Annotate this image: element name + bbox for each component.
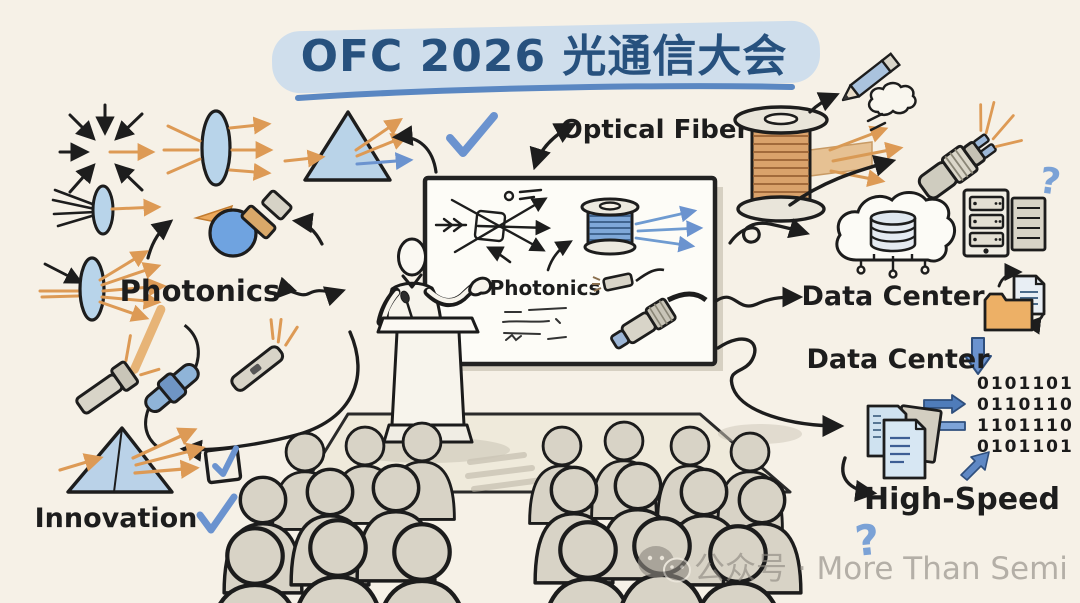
documents-icon xyxy=(866,404,943,480)
diverging-lens-icon xyxy=(38,250,167,322)
question-mark-bottom-icon: ? xyxy=(853,515,882,566)
data-center-top-label: Data Center xyxy=(801,281,985,312)
fiber-connector-icon xyxy=(911,101,1023,222)
photonics-board-label: Photonics xyxy=(490,276,601,300)
prism-icon xyxy=(283,110,414,182)
title-checkmark-icon xyxy=(446,112,498,157)
checkbox-icon xyxy=(203,445,243,485)
squiggle-arrow-to-datacenter xyxy=(714,286,804,308)
svg-text:1101110: 1101110 xyxy=(977,416,1074,436)
orange-fiber-spool-icon xyxy=(733,105,904,223)
title-underline xyxy=(295,83,795,101)
board-arrow-to-splitter xyxy=(485,246,512,264)
photonics-left-label: Photonics xyxy=(120,274,281,308)
wechat-logo-icon xyxy=(638,546,691,583)
cloud-puff-icon xyxy=(866,81,917,132)
curly-arrow-to-documents xyxy=(716,337,845,438)
watermark-text: 公众号 · More Than Semi xyxy=(694,551,1068,587)
data-center-bottom-label: Data Center xyxy=(806,344,990,375)
optical-fiber-label: Optical Fiber xyxy=(561,115,750,145)
blue-up-right-arrow-icon xyxy=(960,451,990,481)
arrow-to-pencil xyxy=(808,92,840,114)
binary-block: 0101101 0110110 1101110 0101101 xyxy=(977,374,1074,457)
folder-transfer-icon xyxy=(983,262,1046,335)
svg-text:0101101: 0101101 xyxy=(977,437,1074,457)
focusing-lens-icon xyxy=(51,184,162,236)
svg-text:0110110: 0110110 xyxy=(977,395,1074,415)
page-title: OFC 2026 光通信大会 xyxy=(301,31,788,82)
pencil-icon xyxy=(841,52,902,102)
podium xyxy=(376,290,480,444)
arrow-to-high-speed xyxy=(841,456,878,502)
convex-lens-icon xyxy=(162,109,274,187)
blue-checkmark-icon xyxy=(196,493,238,534)
cloud-database-icon xyxy=(835,191,956,279)
title-highlight xyxy=(271,20,821,94)
connector-sketch-small xyxy=(592,268,665,292)
fiber-coupler-icon xyxy=(144,324,200,449)
flashlight-icon xyxy=(75,304,166,415)
high-speed-label: High-Speed xyxy=(864,482,1060,517)
whiteboard: Photonics xyxy=(422,175,723,371)
server-rack-icon xyxy=(962,188,1047,258)
connector-sketch-large xyxy=(610,291,708,350)
board-arrow-to-spool xyxy=(546,240,573,272)
watermark: 公众号 · More Than Semi xyxy=(638,546,1068,587)
blue-fiber-spool-icon xyxy=(580,197,704,256)
double-arrow-optical-fiber xyxy=(529,122,577,171)
board-scribble-notes xyxy=(502,307,567,342)
fiber-tip-ball-icon xyxy=(193,189,293,258)
squiggle-double-arrow xyxy=(275,276,346,307)
blue-down-arrow-icon xyxy=(964,337,992,375)
title-block: OFC 2026 光通信大会 xyxy=(271,20,821,101)
curved-arrow-to-prism xyxy=(391,125,438,174)
laser-pointer-icon xyxy=(230,318,299,392)
beam-splitter-sketch xyxy=(434,188,552,254)
innovation-label: Innovation xyxy=(35,503,198,534)
innovation-prism-icon xyxy=(58,426,206,494)
svg-text:0101101: 0101101 xyxy=(977,374,1074,394)
swoosh-arrow-to-connector xyxy=(788,155,897,207)
arrow-to-fiber-tip-right xyxy=(291,212,324,246)
loop-arrow-to-cloud xyxy=(728,218,810,245)
light-burst-icon xyxy=(58,103,156,194)
arrow-to-fiber-tip-left xyxy=(146,219,174,260)
